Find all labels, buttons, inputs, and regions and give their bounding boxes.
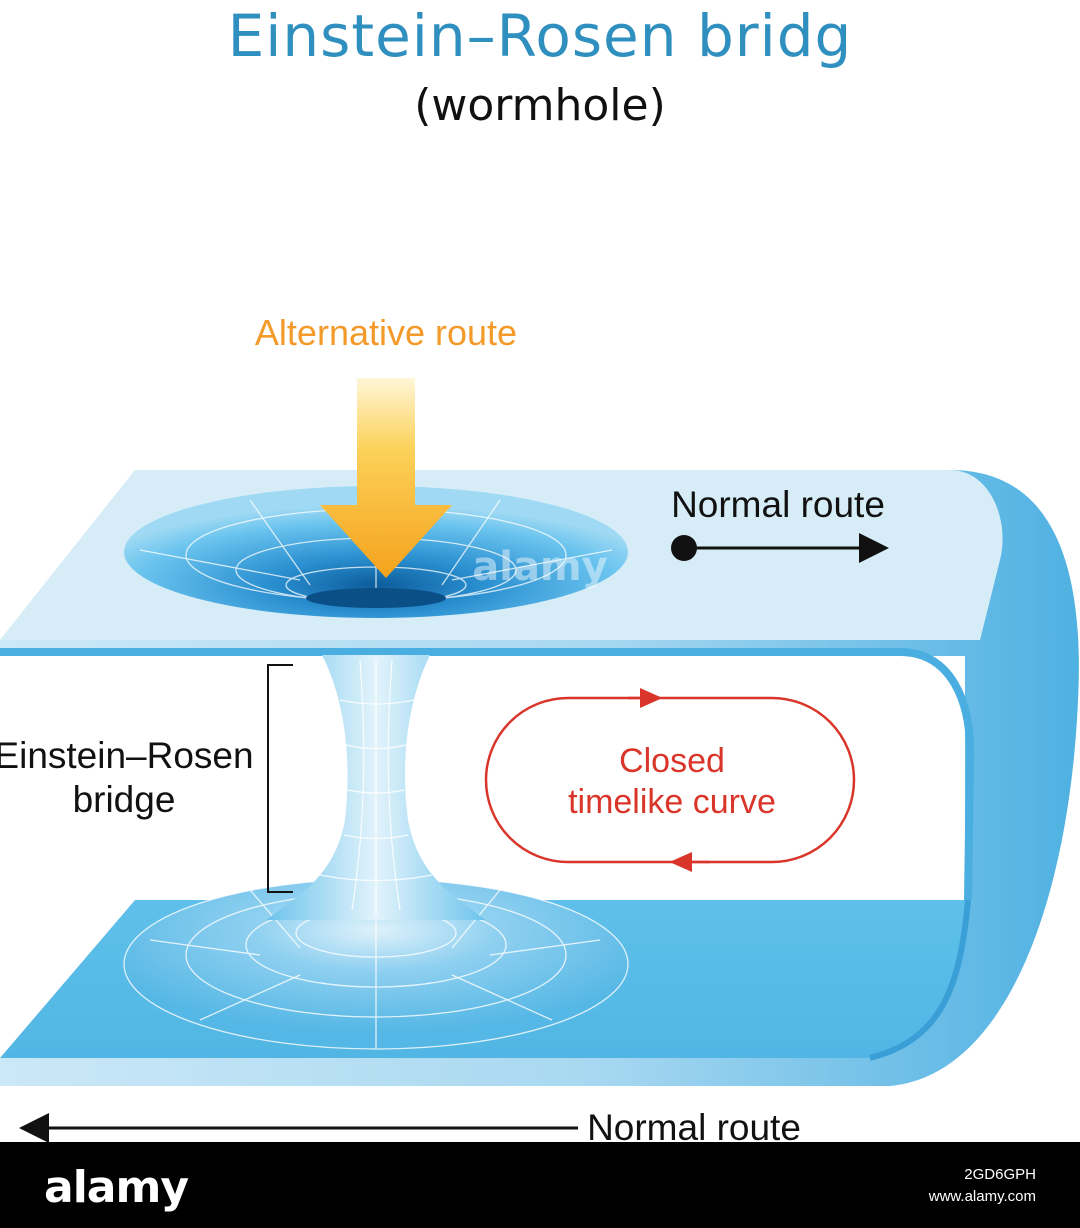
bridge-label-line1: Einstein–Rosen [0, 735, 254, 776]
footer-logo: alamy [44, 1162, 189, 1213]
alternative-route-label: Alternative route [255, 312, 517, 353]
ctc-label-line1: Closed [619, 742, 725, 780]
footer-info: 2GD6GPH www.alamy.com [929, 1164, 1036, 1208]
watermark: alamy [472, 544, 607, 590]
fold-inner-rim [0, 648, 975, 901]
footer-bar: alamy 2GD6GPH www.alamy.com [0, 1142, 1080, 1228]
bridge-label-line2: bridge [73, 779, 176, 820]
bridge-bracket [267, 664, 293, 893]
subtitle: (wormhole) [414, 80, 666, 131]
normal-route-top-label: Normal route [671, 484, 885, 525]
normal-route-bottom-label: Normal route [587, 1107, 801, 1142]
wormhole-diagram: Alternative route Normal route Einstein–… [0, 312, 1079, 1142]
site-url: www.alamy.com [928, 1188, 1036, 1205]
ctc-label-line2: timelike curve [568, 783, 776, 821]
alternative-route-arrow [320, 378, 452, 578]
title: Einstein–Rosen bridg [227, 2, 853, 70]
image-id: 2GD6GPH [964, 1166, 1036, 1183]
closed-timelike-curve [484, 696, 856, 864]
